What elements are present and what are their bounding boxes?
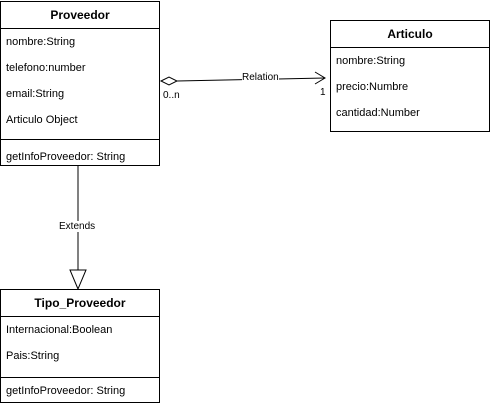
relation-arrowhead xyxy=(314,71,326,85)
extends-label: Extends xyxy=(59,221,96,232)
relation-label: Relation xyxy=(242,72,279,83)
class-title: Articulo xyxy=(331,21,489,48)
class-attribute: nombre:String xyxy=(336,55,406,67)
aggregation-diamond xyxy=(159,76,179,86)
class-attribute: email:String xyxy=(6,88,65,100)
class-title: Proveedor xyxy=(1,2,159,29)
class-articulo[interactable]: Articulo nombre:String precio:Numbre can… xyxy=(330,20,490,132)
class-divider xyxy=(1,377,159,378)
class-method: getInfoProveedor: String xyxy=(6,385,126,397)
class-proveedor[interactable]: Proveedor nombre:String telefono:number … xyxy=(0,1,160,166)
class-attribute: telefono:number xyxy=(6,62,86,74)
class-tipo-proveedor[interactable]: Tipo_Proveedor Internacional:Boolean Pai… xyxy=(0,289,160,403)
class-attribute: Articulo Object xyxy=(6,114,78,126)
class-title: Tipo_Proveedor xyxy=(1,290,159,317)
generalization-triangle xyxy=(69,269,87,291)
class-divider xyxy=(1,139,159,140)
relation-target-multiplicity: 1 xyxy=(320,87,326,98)
class-attribute: precio:Numbre xyxy=(336,81,409,93)
class-attribute: Pais:String xyxy=(6,350,60,362)
relation-source-multiplicity: 0..n xyxy=(163,90,180,101)
class-method: getInfoProveedor: String xyxy=(6,151,126,163)
class-attribute: nombre:String xyxy=(6,36,76,48)
class-attribute: cantidad:Number xyxy=(336,107,420,119)
class-divider xyxy=(331,131,489,132)
class-attribute: Internacional:Boolean xyxy=(6,324,113,336)
